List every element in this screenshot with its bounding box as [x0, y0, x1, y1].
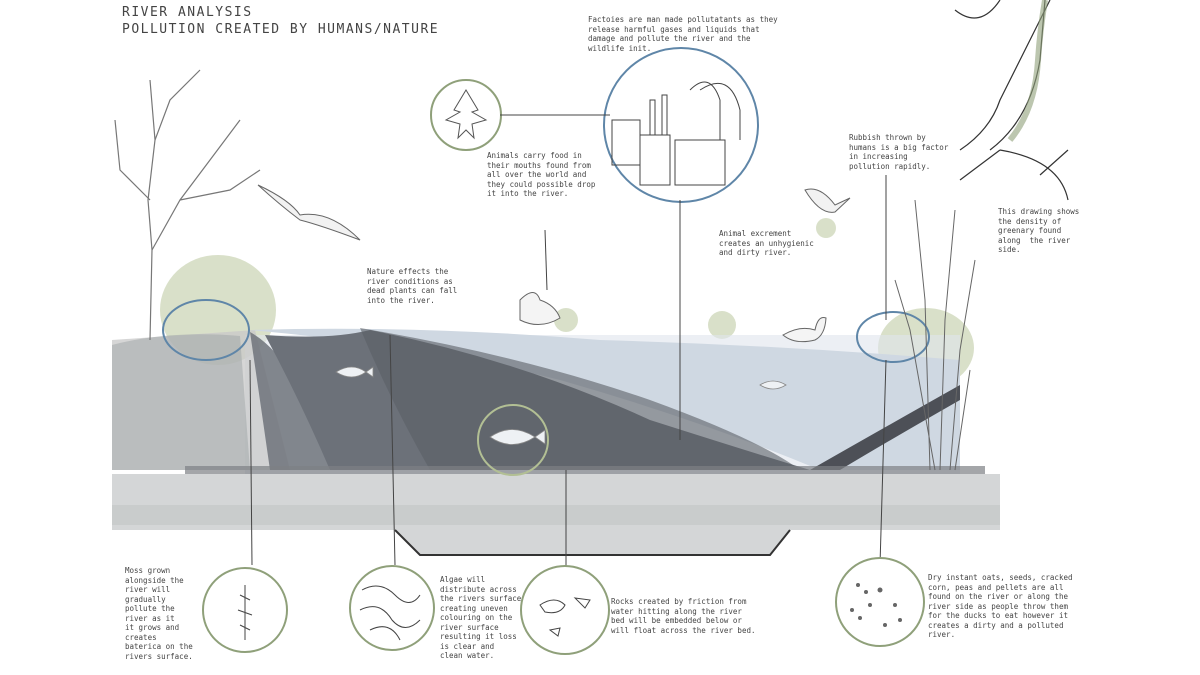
factory-icon	[603, 47, 759, 203]
right-bank-dark	[810, 385, 960, 470]
note-rocks: Rocks created by friction from water hit…	[611, 597, 756, 635]
note-moss: Moss grown alongside the river will grad…	[125, 566, 193, 661]
note-algae: Algae will distribute across the rivers …	[440, 575, 522, 660]
note-feed: Dry instant oats, seeds, cracked corn, p…	[928, 573, 1073, 639]
rubbish-left-circle	[162, 299, 250, 361]
note-nature: Nature effects the river conditions as d…	[367, 267, 458, 305]
fish-circle	[477, 404, 549, 476]
moss-icon	[202, 567, 288, 653]
greenery-map	[954, 0, 1069, 201]
diagram-title: RIVER ANALYSIS	[122, 5, 253, 20]
note-excrement: Animal excrement creates an unhygienic a…	[719, 229, 814, 257]
fish-icon	[335, 366, 787, 445]
note-factories: Factoies are man made pollutatants as th…	[588, 15, 778, 53]
riverbank-slope	[250, 332, 330, 470]
diagram-subtitle: POLLUTION CREATED BY HUMANS/NATURE	[122, 22, 440, 37]
algae-icon	[349, 565, 435, 651]
note-greenery: This drawing shows the density of greena…	[998, 207, 1080, 254]
reed-icon	[894, 199, 976, 471]
rubbish-right-circle	[856, 311, 930, 363]
tree-icon	[114, 69, 261, 341]
note-animals-food: Animals carry food in their mouths found…	[487, 151, 596, 198]
rocks-icon	[520, 565, 610, 655]
note-rubbish: Rubbish thrown by humans is a big factor…	[849, 133, 949, 171]
riverbed-grass	[185, 466, 985, 474]
leaf-icon	[430, 79, 502, 151]
duck-icon	[519, 292, 827, 343]
riverbed-light-layer	[250, 328, 960, 470]
leader-lines	[249, 114, 887, 570]
bird-icon	[257, 184, 851, 241]
seeds-icon	[835, 557, 925, 647]
